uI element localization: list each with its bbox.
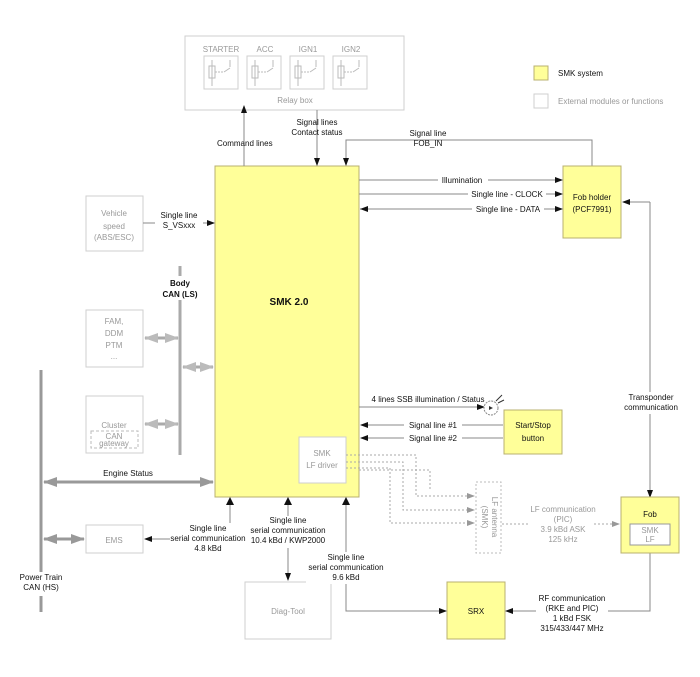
engine-status-label: Engine Status [103,469,153,478]
lamp-icon [483,394,505,416]
start-stop-line2: button [522,434,544,443]
cluster-block [85,395,144,454]
fob-in-label-1: Signal line [410,129,447,138]
clock-label: Single line - CLOCK [471,190,543,199]
relay-switch-icon [251,60,274,86]
svg-text:ACC: ACC [257,45,274,54]
legend-smk-swatch [533,65,549,81]
fob-holder-title: Fob holder [573,193,612,202]
lf-comm-label-4: 125 kHz [548,535,577,544]
lf-comm-label-2: (PIC) [554,515,573,524]
start-stop-line1: Start/Stop [515,421,551,430]
relay-switch-icon [337,60,360,86]
lf-comm-label-3: 3.9 kBd ASK [541,525,587,534]
fob-smk-lf-line2: LF [645,535,654,544]
diag-link-label-1: Single line [270,516,307,525]
can-gateway-block [90,430,139,449]
rf-label-4: 315/433/447 MHz [540,624,603,633]
fam-block [85,309,144,368]
vehicle-speed-line2: speed [103,222,125,231]
signal-lines-label-2: Contact status [291,128,342,137]
ems-link-label-1: Single line [190,524,227,533]
relay-starter: STARTER [203,45,240,90]
can-gateway-line2: gateway [99,439,129,448]
command-lines-label: Command lines [217,139,273,148]
transponder-label-2: communication [624,403,678,412]
relay-switch-icon [208,60,231,86]
ems-link-label-2: serial communication [170,534,245,543]
start-stop-button-block [503,409,563,455]
vehicle-speed-line3: (ABS/ESC) [94,233,134,242]
rf-label-1: RF communication [539,594,606,603]
powertrain-can-label-1: Power Train [20,573,63,582]
data-label: Single line - DATA [476,205,541,214]
body-can-label-1: Body [170,279,191,288]
lf-antenna-line1: LF antenna [490,497,499,538]
smk-lf-driver-block [298,436,347,484]
srx-connector [345,498,447,614]
lf-antenna-line-3 [346,467,475,526]
svg-text:IGN1: IGN1 [299,45,318,54]
srx-title: SRX [468,607,485,616]
relay-box: STARTER ACC IGN1 IGN2 Relay box [184,35,405,111]
legend-smk-label: SMK system [558,69,603,78]
relay-box-title: Relay box [277,96,313,105]
s-vs-label-2: S_VSxxx [163,221,195,230]
transponder-label-1: Transponder [628,393,673,402]
signal-line-2-label: Signal line #2 [409,434,458,443]
relay-acc: ACC [246,45,282,90]
signal-line-1-label: Signal line #1 [409,421,458,430]
ems-link-label-3: 4.8 kBd [194,544,221,553]
ems-block [85,524,144,554]
body-can-label-2: CAN (LS) [162,290,197,299]
diag-link-label-3: 10.4 kBd / KWP2000 [251,536,326,545]
smk-lf-driver-line2: LF driver [306,461,338,470]
fam-line2: DDM [105,329,124,338]
ems-title: EMS [105,536,122,545]
diag-link-label-2: serial communication [250,526,325,535]
rf-label-2: (RKE and PIC) [546,604,599,613]
srx-link-label-1: Single line [328,553,365,562]
smk-main-title: SMK 2.0 [270,297,309,308]
legend-external-swatch [533,93,549,109]
fob-in-connector [343,139,593,166]
can-gateway-line1: CAN [106,432,123,441]
fob-holder-block [562,165,622,239]
srx-block [446,581,506,640]
lf-antenna-line-1 [346,454,475,499]
legend: SMK system External modules or functions [533,65,663,109]
lf-antenna-line-2 [346,461,475,513]
ssb-label: 4 lines SSB illumination / Status [372,395,485,404]
vehicle-speed-block [85,195,144,252]
illumination-label: Illumination [442,176,482,185]
smk-lf-driver-line1: SMK [313,449,331,458]
vehicle-speed-line1: Vehicle [101,209,127,218]
relay-switch-icon [294,60,317,86]
legend-external-label: External modules or functions [558,97,663,106]
fob-smk-lf-block [629,523,671,546]
fam-line4: ... [111,352,118,361]
s-vs-label-1: Single line [161,211,198,220]
relay-ign1: IGN1 [289,45,325,90]
fam-line3: PTM [106,341,123,350]
fob-holder-subtitle: (PCF7991) [572,205,611,214]
relay-ign2: IGN2 [332,45,368,90]
diag-tool-title: Diag-Tool [271,607,305,616]
fob-smk-lf-line1: SMK [641,526,659,535]
rf-label-3: 1 kBd FSK [553,614,592,623]
fam-line1: FAM, [105,317,124,326]
diag-tool-block [244,581,332,640]
lf-antenna-line2: (SMK) [480,506,489,529]
srx-link-label-2: serial communication [308,563,383,572]
fob-title: Fob [643,510,657,519]
signal-lines-label-1: Signal lines [297,118,338,127]
lf-comm-label-1: LF communication [530,505,595,514]
svg-text:IGN2: IGN2 [342,45,361,54]
svg-text:STARTER: STARTER [203,45,240,54]
powertrain-can-label-2: CAN (HS) [23,583,59,592]
srx-link-label-3: 9.6 kBd [332,573,359,582]
fob-in-label-2: FOB_IN [414,139,443,148]
lf-antenna-block [475,481,502,554]
cluster-title: Cluster [101,421,127,430]
